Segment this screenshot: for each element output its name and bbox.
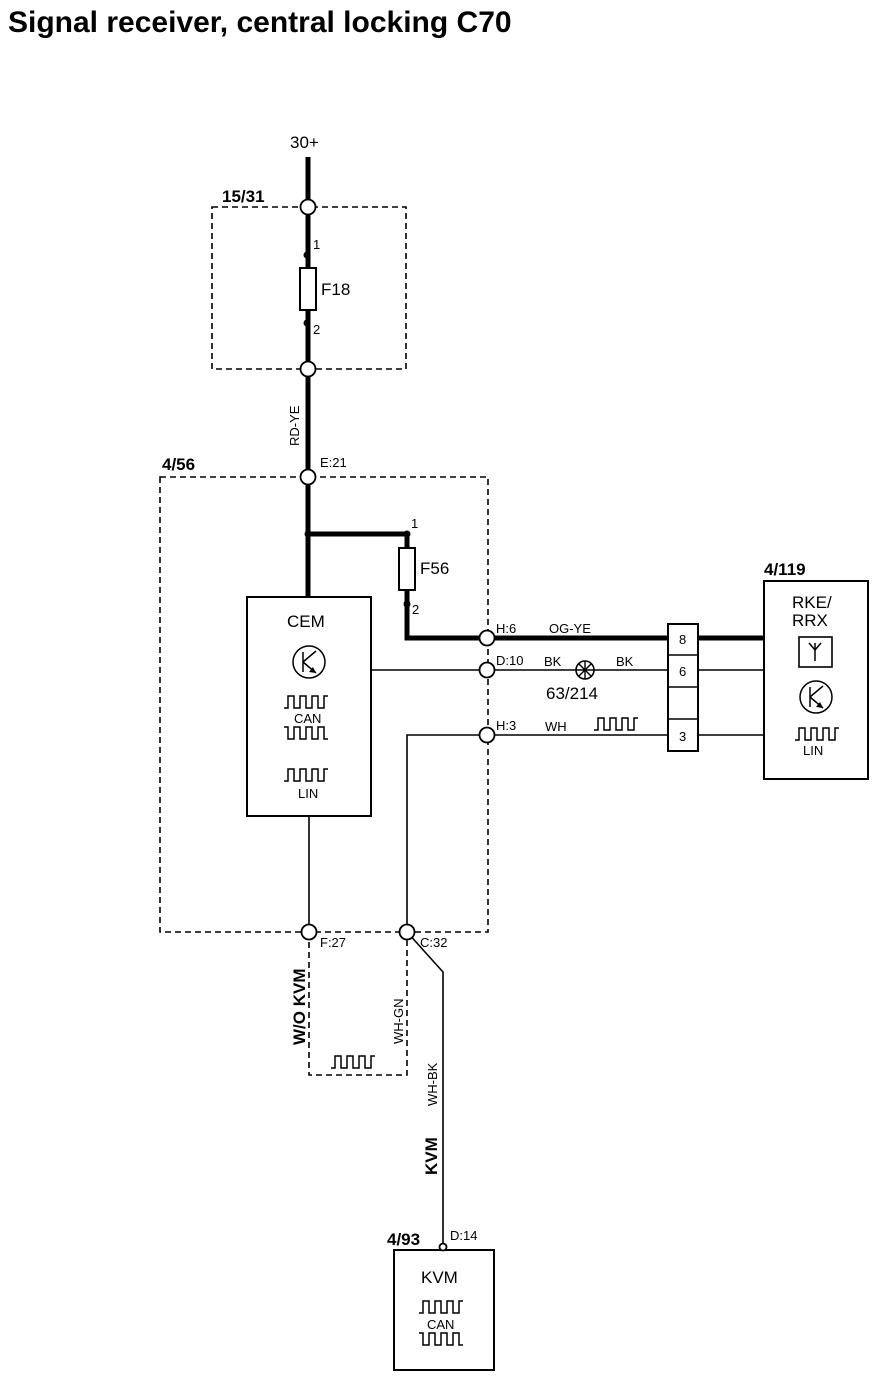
rke-lin-label: LIN [803,743,823,758]
wire-wh-gn-label: WH-GN [391,999,406,1045]
connector-c32-label: C:32 [420,935,447,950]
connector-node-e21 [299,468,317,486]
fuse-f56-label: F56 [420,559,449,578]
connector-node-f27 [300,923,318,941]
connector-node-h6 [478,629,496,647]
wo-kvm-can-signal-icon [331,1055,375,1069]
cem-area-4-56 [159,476,489,933]
cem-can-label: CAN [294,711,321,726]
connector-h3-label: H:3 [496,718,516,733]
kvm-can-label: CAN [427,1317,454,1332]
f18-pin1-label: 1 [313,237,320,252]
kvm-can-high-signal-icon [419,1300,463,1314]
supply-label: 30+ [290,133,319,152]
terminal-pin-3: 3 [679,729,686,744]
rke-label-line2: RRX [792,611,828,630]
cem-lin-label: LIN [298,786,318,801]
rke-module-id: 4/119 [764,560,806,579]
connector-node-c32 [398,923,416,941]
connector-d14-label: D:14 [450,1228,477,1243]
f56-pin2-label: 2 [412,602,419,617]
kvm-module [393,1249,495,1371]
without-kvm-label: W/O KVM [290,969,309,1046]
wh-lin-signal-icon [594,717,638,731]
cem-module [246,596,372,817]
kvm-variant-label: KVM [422,1137,441,1175]
kvm-label: KVM [421,1268,458,1287]
terminal-pin-6: 6 [679,664,686,679]
diagram-title: Signal receiver, central locking C70 [8,6,512,39]
connector-node [299,198,317,216]
wire-bk1-label: BK [544,654,562,669]
kvm-module-id: 4/93 [387,1230,420,1249]
f18-pin1-dot [303,251,311,259]
f56-pin1-label: 1 [411,516,418,531]
f56-pin1-dot [403,530,411,538]
connector-h6-label: H:6 [496,621,516,636]
transistor-icon [799,680,833,714]
connector-node-h3 [478,726,496,744]
wh-internal-wire [406,734,487,932]
terminal-pin-8: 8 [679,632,686,647]
kvm-can-low-signal-icon [419,1332,463,1346]
f18-pin2-label: 2 [313,322,320,337]
fuse-f56 [398,547,416,591]
wire-wh-bk-label: WH-BK [425,1062,440,1106]
fuse-f18-label: F18 [321,280,350,299]
can-high-signal-icon [284,695,328,709]
cem-label: CEM [287,612,325,631]
cem-lin-signal-icon [284,768,328,782]
wire-wh-label: WH [545,719,567,734]
fuse-box-15-31-id: 15/31 [222,187,265,206]
rke-rrx-module [763,580,869,780]
f56-pin2-dot [403,600,411,608]
connector-node-d10 [478,661,496,679]
antenna-icon [798,636,833,668]
connector-f27-label: F:27 [320,935,346,950]
wire-rd-ye-label: RD-YE [287,405,302,446]
connector-e21-label: E:21 [320,455,347,470]
kvm-wh-bk-wire [406,931,444,1246]
rke-label-line1: RKE/ [792,593,832,612]
splice-63-214-label: 63/214 [546,684,598,703]
splice-icon [575,660,595,680]
wire-bk2-label: BK [616,654,634,669]
cem-area-id: 4/56 [162,455,195,474]
can-low-signal-icon [284,726,328,740]
connector-node-d14 [438,1242,448,1252]
wire-og-ye-label: OG-YE [549,621,591,636]
fuse-f18 [299,267,317,311]
connector-node [299,360,317,378]
branch-junction-dot [304,530,312,538]
rke-lin-signal-icon [795,727,839,741]
connector-d10-label: D:10 [496,653,523,668]
without-kvm-path [308,932,408,1076]
transistor-icon [292,645,326,679]
f18-pin2-dot [303,319,311,327]
